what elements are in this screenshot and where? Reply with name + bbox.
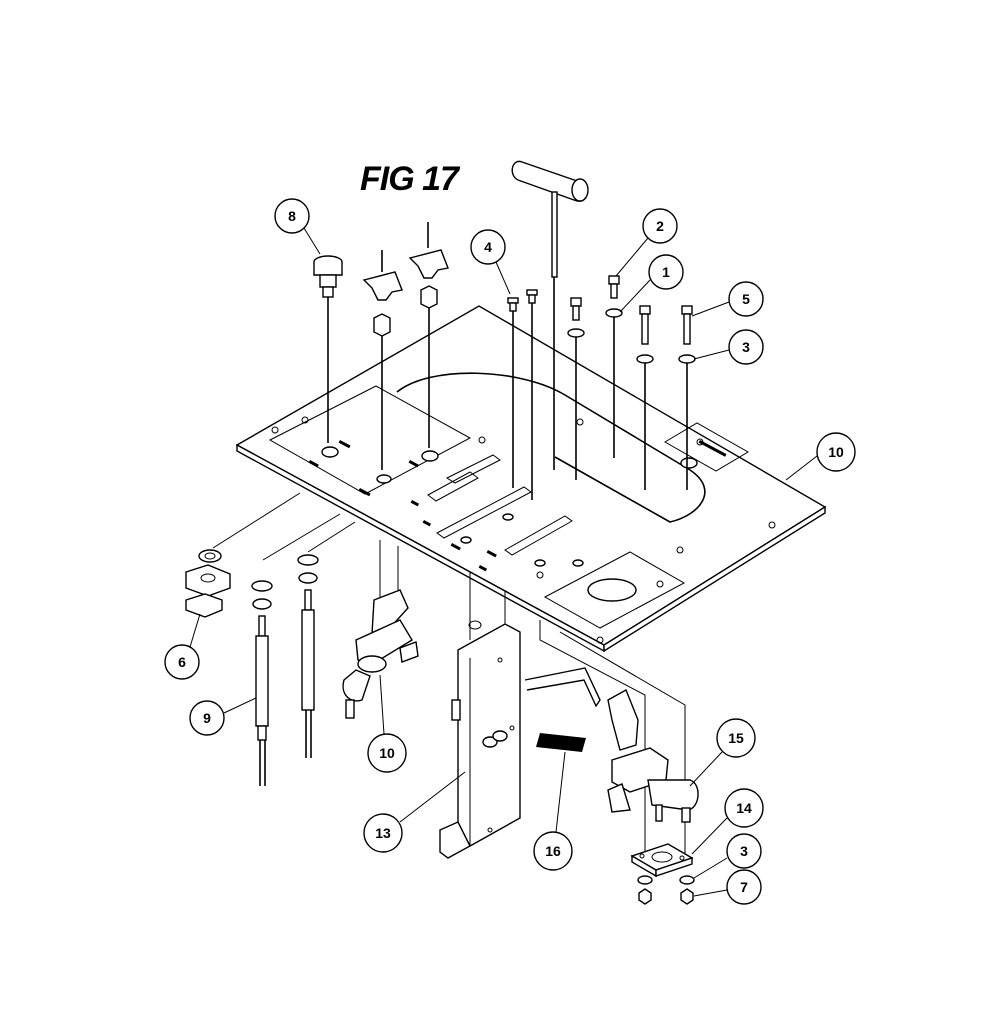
svg-text:4: 4	[484, 239, 492, 255]
callout-6: 6	[164, 613, 201, 680]
callout-3-bottom: 3	[693, 833, 762, 879]
svg-text:6: 6	[178, 654, 186, 670]
panel-plate	[235, 305, 827, 653]
callout-1: 1	[619, 254, 684, 313]
t-handle-left	[362, 250, 403, 470]
clip-assembly	[185, 549, 231, 618]
callout-9: 9	[189, 697, 257, 736]
bolt-washer	[567, 297, 585, 480]
svg-text:5: 5	[742, 291, 750, 307]
svg-text:7: 7	[740, 879, 748, 895]
bolt-washer	[605, 275, 623, 458]
callout-4: 4	[470, 229, 511, 295]
valve-left	[342, 589, 419, 719]
callout-3-top: 3	[693, 329, 764, 365]
svg-text:16: 16	[545, 843, 561, 859]
valve-right	[607, 689, 699, 823]
svg-text:15: 15	[728, 730, 744, 746]
figure-title: FIG 17	[360, 160, 461, 198]
callout-10: 10	[367, 674, 407, 773]
callout-5: 5	[691, 281, 764, 317]
callout-15: 15	[689, 718, 756, 787]
lever-handle	[511, 160, 589, 470]
washer-nut	[637, 875, 695, 905]
svg-text:13: 13	[375, 825, 391, 841]
callout-8: 8	[274, 198, 321, 255]
svg-text:2: 2	[656, 218, 664, 234]
svg-text:10: 10	[828, 444, 844, 460]
push-pull-knob	[313, 255, 343, 443]
svg-text:8: 8	[288, 208, 296, 224]
svg-text:9: 9	[203, 710, 211, 726]
callout-2: 2	[615, 208, 678, 277]
svg-text:3: 3	[740, 843, 748, 859]
flange-plate	[630, 843, 694, 878]
svg-text:1: 1	[662, 264, 670, 280]
svg-text:3: 3	[742, 339, 750, 355]
rod-left	[251, 580, 273, 786]
link-rod	[524, 667, 601, 708]
svg-text:10: 10	[379, 745, 395, 761]
callout-11: 10	[785, 432, 856, 481]
callout-16: 16	[533, 751, 573, 871]
screw	[526, 289, 538, 500]
spring	[536, 733, 586, 752]
callout-7: 7	[693, 869, 762, 905]
svg-text:14: 14	[736, 800, 752, 816]
bolt-washer	[636, 305, 654, 490]
screw	[507, 297, 519, 488]
bolt-washer	[678, 305, 696, 490]
t-handle-right	[408, 222, 449, 448]
mounting-bracket	[439, 620, 521, 859]
rod-right	[297, 554, 319, 758]
callout-14: 14	[691, 788, 764, 855]
callout-13: 13	[363, 771, 466, 853]
